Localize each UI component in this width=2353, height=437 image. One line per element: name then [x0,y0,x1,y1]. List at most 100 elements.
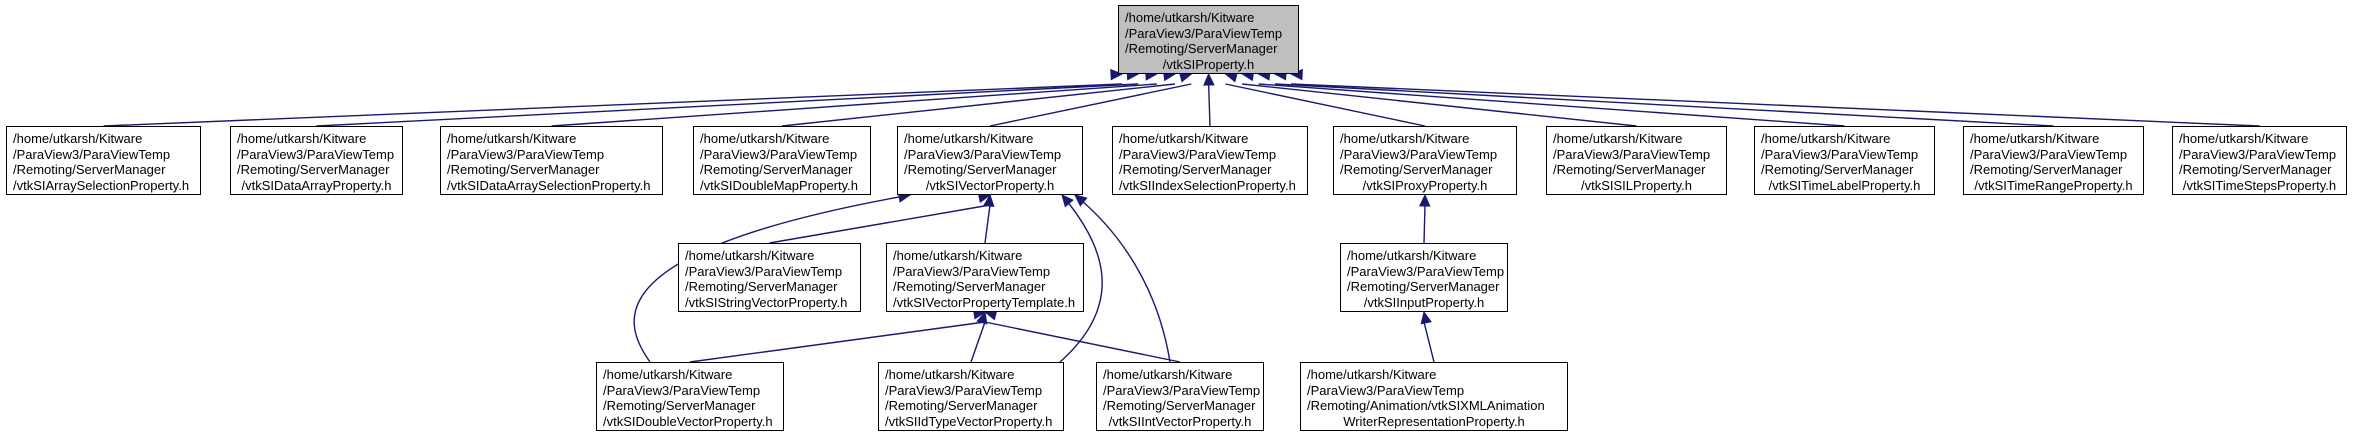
node-label-line: /ParaView3/ParaViewTemp [1347,263,1505,279]
node-label-line: /ParaView3/ParaViewTemp [1761,146,1919,162]
node-label-line: /Remoting/ServerManager [685,279,838,294]
node-proxy[interactable]: /home/utkarsh/Kitware/ParaView3/ParaView… [1333,126,1517,195]
edge-vector-template-to-vector [983,193,995,244]
node-idtype-vector[interactable]: /home/utkarsh/Kitware/ParaView3/ParaView… [878,362,1064,431]
edge-int-vector-to-vector [1074,194,1171,363]
node-time-range[interactable]: /home/utkarsh/Kitware/ParaView3/ParaView… [1963,126,2144,195]
node-label-line: /home/utkarsh/Kitware [1553,131,1683,146]
node-label-line: /ParaView3/ParaViewTemp [1119,146,1277,162]
node-time-steps[interactable]: /home/utkarsh/Kitware/ParaView3/ParaView… [2172,126,2347,195]
node-label-line: /ParaView3/ParaViewTemp [1125,25,1283,41]
edge-time-steps-to-root [1289,68,2260,127]
node-label-line: /Remoting/ServerManager [447,162,600,177]
node-data-array-selection[interactable]: /home/utkarsh/Kitware/ParaView3/ParaView… [440,126,663,195]
node-label-line: /ParaView3/ParaViewTemp [1553,146,1711,162]
arrowhead-icon [1074,194,1088,207]
node-label-line: /vtkSIStringVectorProperty.h [685,294,848,310]
node-label-line: /home/utkarsh/Kitware [1125,10,1255,25]
node-label-line: WriterRepresentationProperty.h [1343,413,1525,429]
node-label-line: /Remoting/ServerManager [700,162,853,177]
node-vector-template[interactable]: /home/utkarsh/Kitware/ParaView3/ParaView… [886,243,1084,312]
edge-double-map-to-root [781,69,1177,127]
node-sil[interactable]: /home/utkarsh/Kitware/ParaView3/ParaView… [1546,126,1727,195]
node-label-line: /ParaView3/ParaViewTemp [1340,146,1498,162]
node-label-line: /vtkSIVectorProperty.h [925,177,1055,193]
edge-idtype-vector-to-vector-template [970,310,988,363]
node-label-line: /ParaView3/ParaViewTemp [1103,382,1261,398]
node-label-line: /Remoting/ServerManager [1125,41,1278,56]
node-label-line: /vtkSISILProperty.h [1580,177,1693,193]
node-label-line: /vtkSIDataArrayProperty.h [241,177,392,193]
node-label-line: /home/utkarsh/Kitware [700,131,830,146]
node-label-line: /home/utkarsh/Kitware [904,131,1034,146]
node-label-line: /vtkSIVectorPropertyTemplate.h [893,294,1076,310]
node-label-line: /vtkSIArraySelectionProperty.h [13,177,190,193]
node-label-line: /home/utkarsh/Kitware [1307,367,1437,382]
node-label-line: /ParaView3/ParaViewTemp [2179,146,2337,162]
node-label-line: /vtkSITimeRangeProperty.h [1974,177,2133,193]
node-label-line: /ParaView3/ParaViewTemp [904,146,1062,162]
node-label-line: /vtkSIIdTypeVectorProperty.h [885,413,1053,429]
node-double-vector[interactable]: /home/utkarsh/Kitware/ParaView3/ParaView… [596,362,784,431]
arrowhead-icon [1110,68,1124,81]
node-label-line: /Remoting/ServerManager [1347,279,1500,294]
node-label-line: /Remoting/ServerManager [1761,162,1914,177]
edge-input-to-proxy [1418,193,1431,244]
node-label-line: /home/utkarsh/Kitware [447,131,577,146]
arrowhead-icon [976,310,988,325]
node-label-line: /Remoting/ServerManager [1119,162,1272,177]
node-vector[interactable]: /home/utkarsh/Kitware/ParaView3/ParaView… [897,126,1083,195]
node-int-vector[interactable]: /home/utkarsh/Kitware/ParaView3/ParaView… [1096,362,1264,431]
node-label-line: /Remoting/ServerManager [885,398,1038,413]
arrowhead-icon [1418,193,1431,207]
node-label-line: /home/utkarsh/Kitware [893,248,1023,263]
node-double-map[interactable]: /home/utkarsh/Kitware/ParaView3/ParaView… [693,126,871,195]
node-label-line: /home/utkarsh/Kitware [1119,131,1249,146]
node-label-line: /Remoting/Animation/vtkSIXMLAnimation [1307,398,1545,413]
node-label-line: /Remoting/ServerManager [13,162,166,177]
node-label-line: /ParaView3/ParaViewTemp [237,146,395,162]
node-label-line: /Remoting/ServerManager [1103,398,1256,413]
node-label-line: /vtkSITimeLabelProperty.h [1768,177,1921,193]
node-data-array[interactable]: /home/utkarsh/Kitware/ParaView3/ParaView… [230,126,403,195]
node-label-line: /home/utkarsh/Kitware [1970,131,2100,146]
node-label-line: /home/utkarsh/Kitware [603,367,733,382]
node-label-line: /Remoting/ServerManager [1970,162,2123,177]
node-label-line: /ParaView3/ParaViewTemp [685,263,843,279]
node-label-line: /home/utkarsh/Kitware [237,131,367,146]
node-label-line: /home/utkarsh/Kitware [1103,367,1233,382]
edge-int-vector-to-vector-template [983,309,1181,363]
node-label-line: /ParaView3/ParaViewTemp [700,146,858,162]
node-label-line: /Remoting/ServerManager [1553,162,1706,177]
node-xml-animation[interactable]: /home/utkarsh/Kitware/ParaView3/ParaView… [1300,362,1568,431]
edge-array-selection-to-root [103,68,1124,127]
node-label-line: /home/utkarsh/Kitware [1761,131,1891,146]
node-label-line: /vtkSIInputProperty.h [1363,294,1485,310]
node-label-line: /Remoting/ServerManager [2179,162,2332,177]
node-array-selection[interactable]: /home/utkarsh/Kitware/ParaView3/ParaView… [6,126,201,195]
node-label-line: /home/utkarsh/Kitware [885,367,1015,382]
node-input[interactable]: /home/utkarsh/Kitware/ParaView3/ParaView… [1340,243,1508,312]
node-label-line: /Remoting/ServerManager [1340,162,1493,177]
node-label-line: /vtkSIIntVectorProperty.h [1108,413,1252,429]
node-label-line: /home/utkarsh/Kitware [1347,248,1477,263]
node-time-label[interactable]: /home/utkarsh/Kitware/ParaView3/ParaView… [1754,126,1935,195]
node-label-line: /ParaView3/ParaViewTemp [1307,382,1465,398]
node-label-line: /home/utkarsh/Kitware [1340,131,1470,146]
node-string-vector[interactable]: /home/utkarsh/Kitware/ParaView3/ParaView… [678,243,861,312]
node-label-line: /ParaView3/ParaViewTemp [13,146,171,162]
edge-time-range-to-root [1273,69,2054,127]
node-label-line: /ParaView3/ParaViewTemp [447,146,605,162]
node-label-line: /Remoting/ServerManager [904,162,1057,177]
arrowhead-icon [1061,194,1074,208]
node-root[interactable]: /home/utkarsh/Kitware/ParaView3/ParaView… [1118,5,1299,74]
node-label-line: /home/utkarsh/Kitware [2179,131,2309,146]
node-index-selection[interactable]: /home/utkarsh/Kitware/ParaView3/ParaView… [1112,126,1308,195]
node-label-line: /ParaView3/ParaViewTemp [603,382,761,398]
node-label-line: /vtkSIIndexSelectionProperty.h [1119,177,1296,193]
edge-xml-animation-to-input [1420,310,1435,363]
node-label-line: /vtkSIDoubleMapProperty.h [700,177,858,193]
node-label-line: /vtkSIDoubleVectorProperty.h [603,413,773,429]
node-label-line: /ParaView3/ParaViewTemp [893,263,1051,279]
